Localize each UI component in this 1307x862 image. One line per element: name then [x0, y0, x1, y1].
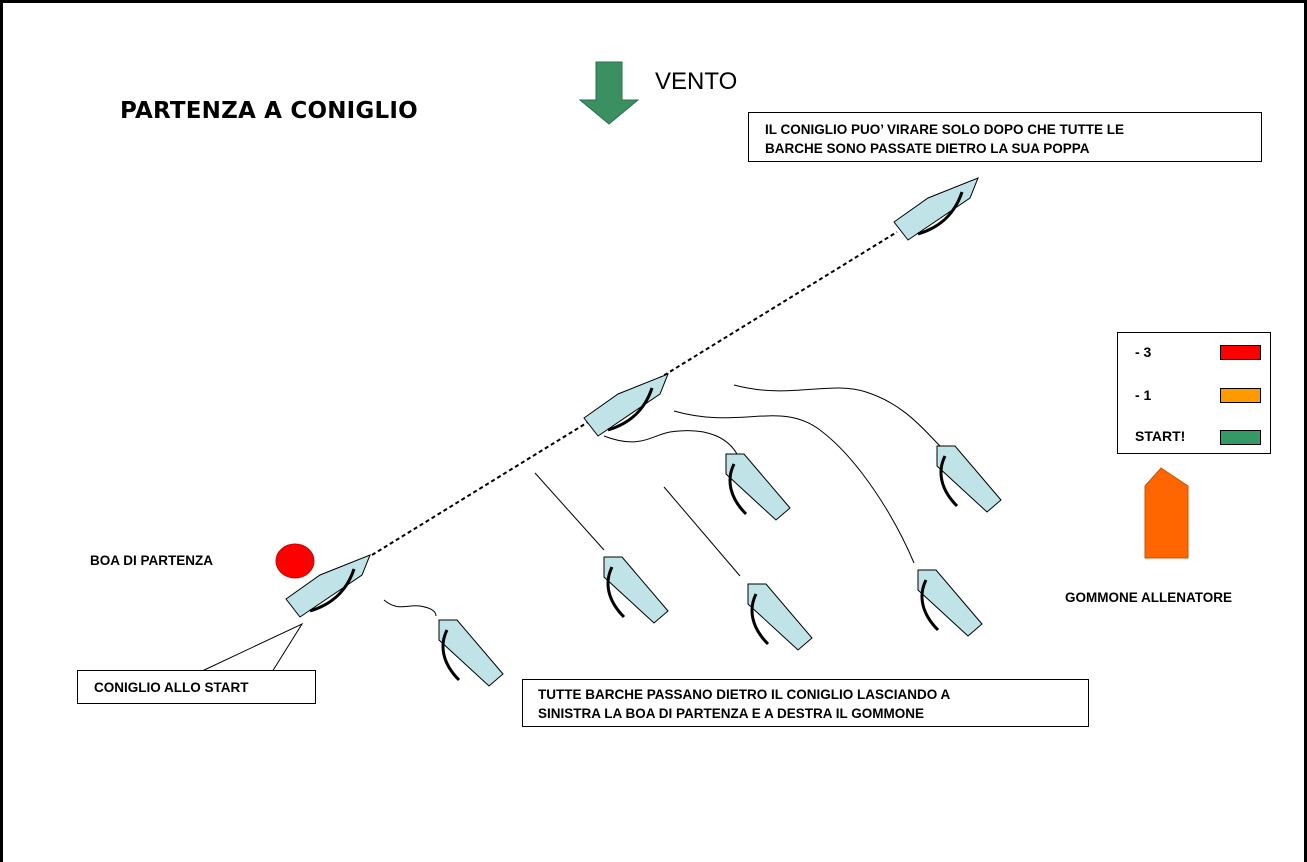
wind-arrow-icon — [578, 61, 640, 125]
wind-label: VENTO — [655, 68, 738, 95]
callout-text: SINISTRA LA BOA DI PARTENZA E A DESTRA I… — [538, 706, 925, 721]
diagram-title: PARTENZA A CONIGLIO — [120, 98, 418, 124]
coach-boat-label: GOMMONE ALLENATORE — [1065, 590, 1232, 605]
rabbit-boat-top — [892, 176, 980, 242]
boat-wakes — [383, 384, 941, 617]
callout-text: IL CONIGLIO PUO’ VIRARE SOLO DOPO CHE TU… — [765, 122, 1125, 137]
callout-text: CONIGLIO ALLO START — [94, 680, 249, 695]
boats-pass-callout: TUTTE BARCHE PASSANO DIETRO IL CONIGLIO … — [522, 679, 1089, 727]
legend-label: - 3 — [1135, 344, 1152, 360]
rabbit-tack-callout: IL CONIGLIO PUO’ VIRARE SOLO DOPO CHE TU… — [748, 112, 1262, 162]
fleet-boat — [746, 582, 814, 652]
rabbit-boat-mid — [582, 372, 670, 438]
coach-boat-icon — [1144, 467, 1189, 559]
rabbit-start-callout: CONIGLIO ALLO START — [77, 670, 316, 704]
legend-label: - 1 — [1135, 387, 1152, 403]
start-buoy-icon — [275, 543, 315, 579]
start-buoy-label: BOA DI PARTENZA — [90, 553, 213, 568]
fleet-boat — [437, 618, 505, 688]
callout-pointer — [199, 622, 304, 673]
start-signal-legend: - 3 - 1 START! — [1117, 332, 1271, 454]
orange-flag-icon — [1220, 388, 1261, 403]
red-flag-icon — [1220, 345, 1261, 360]
fleet-boat — [724, 452, 792, 522]
fleet-boat — [935, 444, 1003, 514]
legend-label: START! — [1135, 428, 1186, 444]
callout-text: TUTTE BARCHE PASSANO DIETRO IL CONIGLIO … — [538, 687, 951, 702]
callout-text: BARCHE SONO PASSATE DIETRO LA SUA POPPA — [765, 141, 1090, 156]
fleet-boat — [602, 555, 670, 625]
green-flag-icon — [1220, 430, 1261, 445]
fleet-boat — [916, 568, 984, 638]
